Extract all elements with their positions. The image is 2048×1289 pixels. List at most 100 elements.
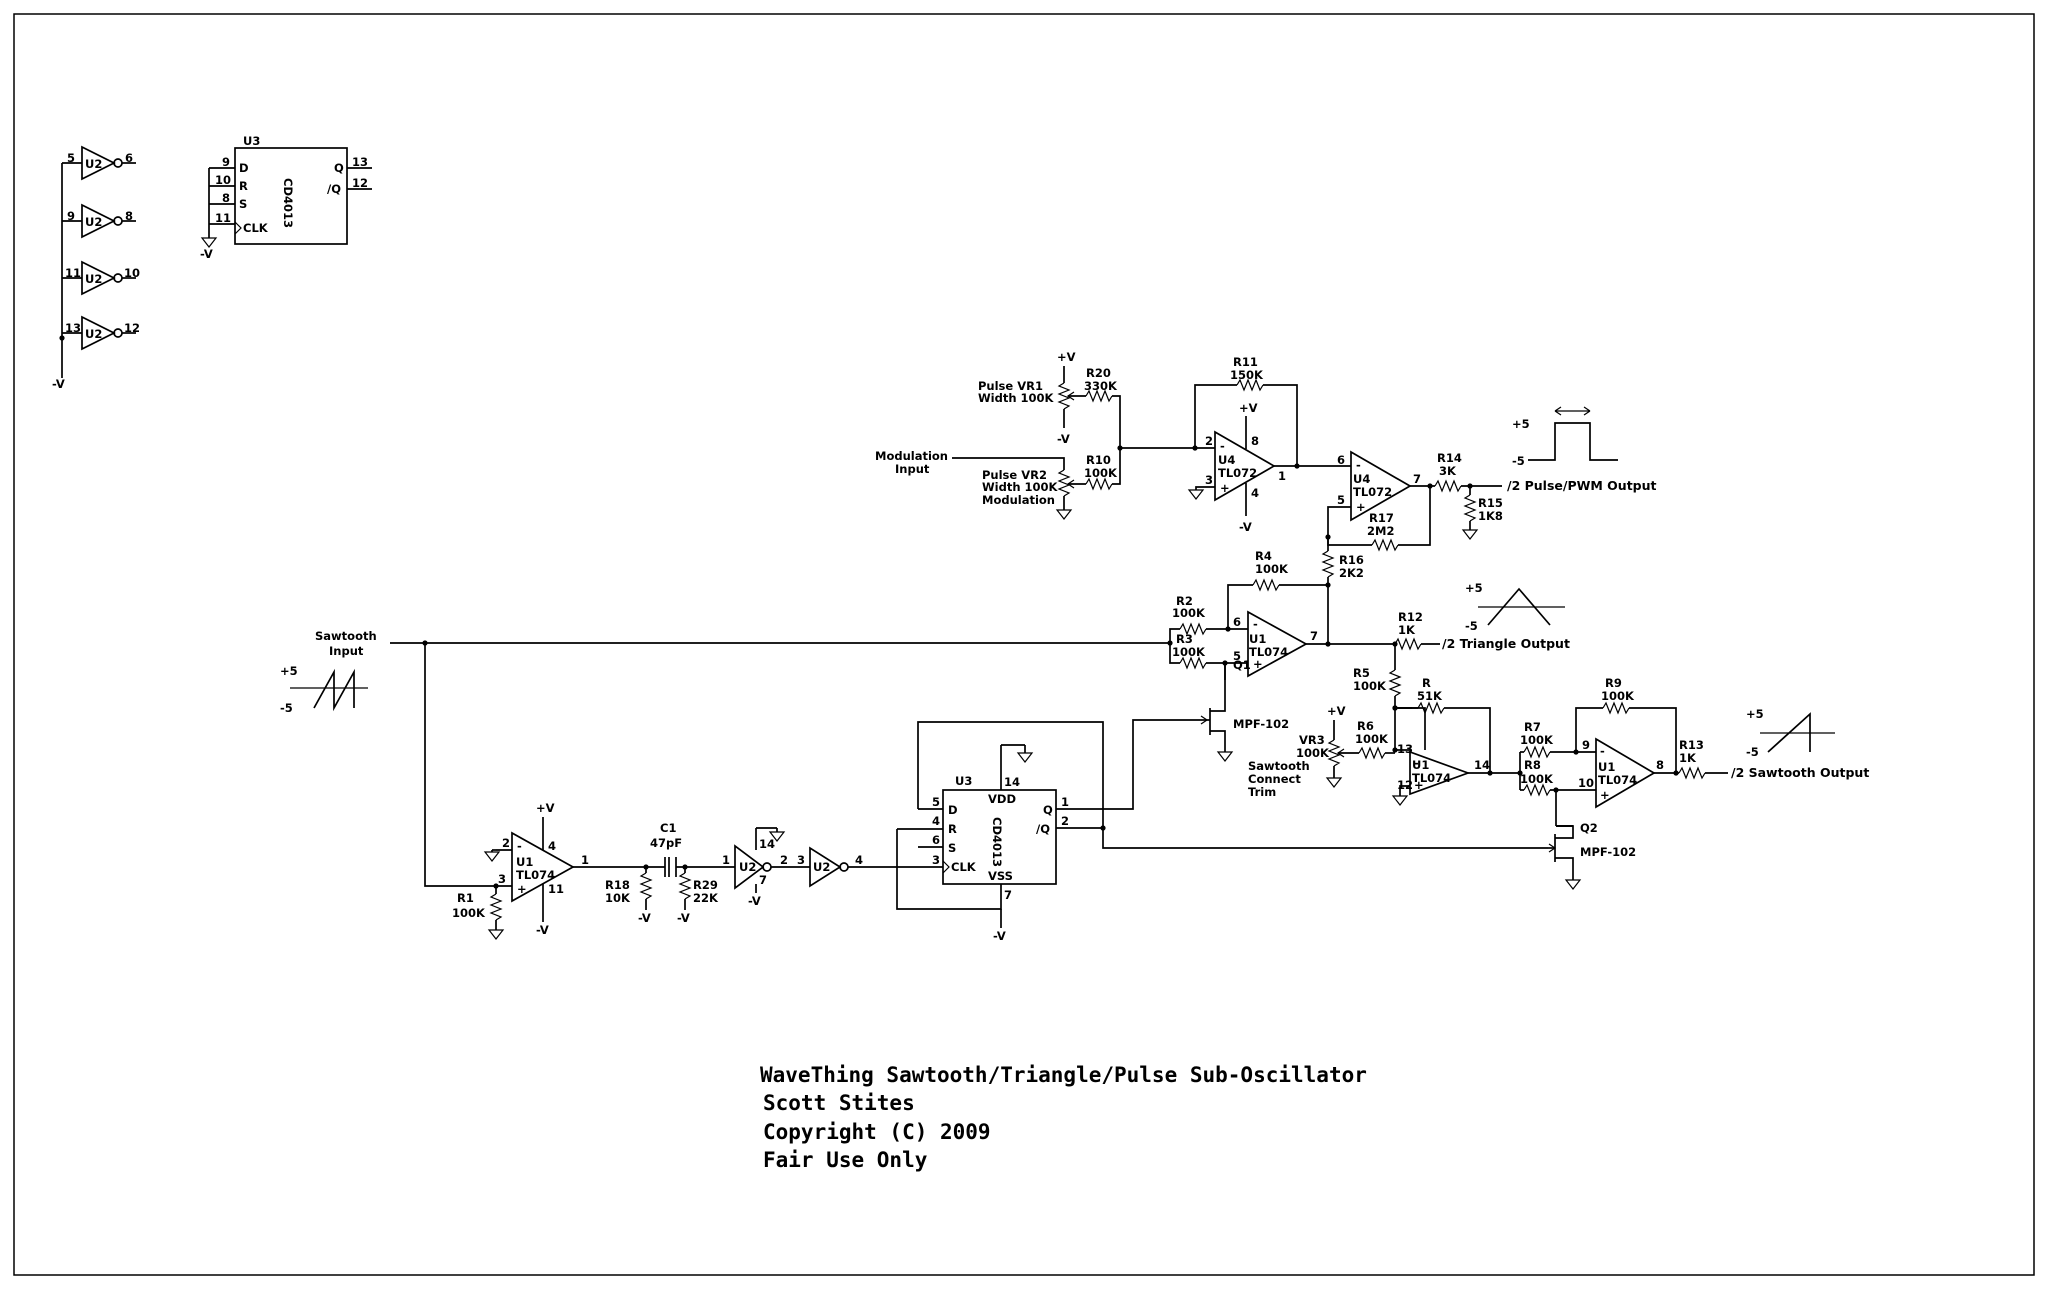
schematic-label: 1K8: [1478, 509, 1503, 523]
schematic-label: VR3: [1299, 733, 1325, 747]
schematic-label: 3K: [1439, 464, 1457, 478]
schematic-label: R16: [1339, 553, 1364, 567]
schematic-label: R11: [1233, 355, 1258, 369]
sawtooth-output-waveform: +5 -5: [1746, 707, 1835, 759]
schematic-label: 100K: [1172, 606, 1206, 620]
schematic-label: 5: [932, 795, 940, 809]
triangle-waveform: +5 -5: [1465, 581, 1565, 633]
schematic-label: 2: [1205, 434, 1213, 448]
schematic-label: R: [239, 179, 248, 193]
schematic-label: 100K: [452, 906, 486, 920]
schematic-label: S: [948, 841, 956, 855]
schematic-label: 6: [125, 151, 133, 165]
schematic-label: R15: [1478, 496, 1503, 510]
schematic-label: U1: [1249, 632, 1266, 646]
schematic-label: Width 100K: [982, 480, 1059, 494]
sawtooth-output-label: /2 Sawtooth Output: [1731, 765, 1869, 780]
schematic-label: R29: [693, 878, 718, 892]
schematic-label: U1: [1598, 760, 1615, 774]
sawtooth-input: Sawtooth Input: [315, 629, 1170, 887]
spare-inverter-group: -V U2 5 6 U2 9 8 U2 11 10 U2 13 12: [52, 145, 140, 391]
schematic-label: Pulse VR1: [978, 379, 1043, 393]
summing-opamp-u1c: R 51K - + U1 TL074 13 12 14: [1392, 676, 1520, 806]
schematic-label: 9: [67, 209, 75, 223]
schematic-label: 22K: [693, 891, 719, 905]
schematic-label: +V: [536, 801, 555, 815]
schematic-label: +V: [1327, 704, 1346, 718]
schematic-label: S: [239, 197, 247, 211]
schematic-label: 100K: [1296, 746, 1330, 760]
schematic-label: -5: [1746, 745, 1759, 759]
schematic-label: 100K: [1520, 772, 1554, 786]
schematic-label: 5: [1233, 649, 1241, 663]
schematic-label: -: [1220, 439, 1225, 453]
schematic-label: Sawtooth: [315, 629, 377, 643]
schematic-label: VDD: [988, 792, 1016, 806]
schematic-label: U3: [243, 134, 260, 148]
schematic-label: 2M2: [1367, 524, 1394, 538]
schematic-label: 5: [1337, 493, 1345, 507]
schematic-label: U2: [85, 327, 102, 341]
schematic-label: R6: [1357, 719, 1374, 733]
schematic-label: -: [1600, 744, 1605, 758]
schematic-label: U3: [955, 774, 972, 788]
schematic-label: 12: [352, 176, 368, 190]
schematic-label: 10: [1578, 776, 1594, 790]
pulse-output-label: /2 Pulse/PWM Output: [1507, 478, 1657, 493]
schematic-label: 7: [1004, 888, 1012, 902]
schematic-label: 100K: [1355, 732, 1389, 746]
main-flip-flop: U3 CD4013 VDD VSS D R S CLK Q /Q 5 4 6 3…: [896, 719, 1548, 943]
schematic-label: +5: [1746, 707, 1764, 721]
inverter-gate: U2 13 12: [62, 315, 140, 351]
schematic-label: +5: [1512, 417, 1530, 431]
schematic-label: 12: [124, 321, 140, 335]
schematic-label: Q2: [1580, 821, 1598, 835]
schematic-label: +5: [280, 664, 298, 678]
schematic-label: U2: [85, 272, 102, 286]
schematic-label: +: [1414, 778, 1424, 792]
schematic-label: TL072: [1218, 466, 1257, 480]
neg-supply-label: -V: [52, 377, 65, 391]
schematic-label: Modulation: [875, 449, 948, 463]
jfet-q2: Q2 MPF-102: [1548, 821, 1636, 890]
sawtooth-input-waveform: +5 -5: [280, 664, 368, 715]
schematic-label: R12: [1398, 610, 1423, 624]
comparator-opamp-u4b: - + U4 TL072 6 5 7 R17 2M2 R14 3K R15 1K…: [1325, 450, 1657, 551]
schematic-label: -V: [1239, 520, 1252, 534]
schematic-label: 7: [1413, 472, 1421, 486]
schematic-title: WaveThing Sawtooth/Triangle/Pulse Sub-Os…: [760, 1063, 1367, 1087]
schematic-label: 51K: [1417, 689, 1443, 703]
triangle-output-label: /2 Triangle Output: [1442, 636, 1570, 651]
schematic-label: Pulse VR2: [982, 468, 1047, 482]
schematic-label: 2: [780, 853, 788, 867]
schematic-label: 100K: [1084, 466, 1118, 480]
schematic-label: -V: [748, 894, 761, 908]
schematic-label: 100K: [1601, 689, 1635, 703]
schematic-label: 14: [759, 837, 775, 851]
schematic-label: 3: [1205, 473, 1213, 487]
schematic-label: TL072: [1353, 485, 1392, 499]
schematic-label: 10K: [605, 891, 631, 905]
schematic-label: 7: [1310, 629, 1318, 643]
schematic-label: -V: [536, 923, 549, 937]
schematic-label: /Q: [1036, 822, 1050, 836]
schematic-label: 1: [1061, 795, 1069, 809]
schematic-label: R2: [1176, 594, 1193, 608]
pulse-width-control: +V -V R20 330K Pulse VR1 Width 100K Modu…: [875, 350, 1121, 520]
schematic-label: CLK: [951, 860, 977, 874]
schematic-label: CD4013: [990, 817, 1004, 867]
schematic-label: R9: [1605, 676, 1622, 690]
jfet-q1: Q1 MPF-102: [1200, 658, 1289, 762]
schematic-label: 1: [1278, 469, 1286, 483]
schematic-label: 100K: [1172, 645, 1206, 659]
schematic-label: R8: [1524, 758, 1541, 772]
schematic-label: CD4013: [281, 178, 295, 228]
schematic-label: /Q: [327, 182, 341, 196]
schematic-label: 4: [932, 814, 940, 828]
schematic-label: U2: [85, 157, 102, 171]
schematic-label: -V: [638, 911, 651, 925]
page-border: [13, 13, 2035, 1276]
schematic-label: 100K: [1520, 733, 1554, 747]
schematic-label: 14: [1474, 758, 1490, 772]
